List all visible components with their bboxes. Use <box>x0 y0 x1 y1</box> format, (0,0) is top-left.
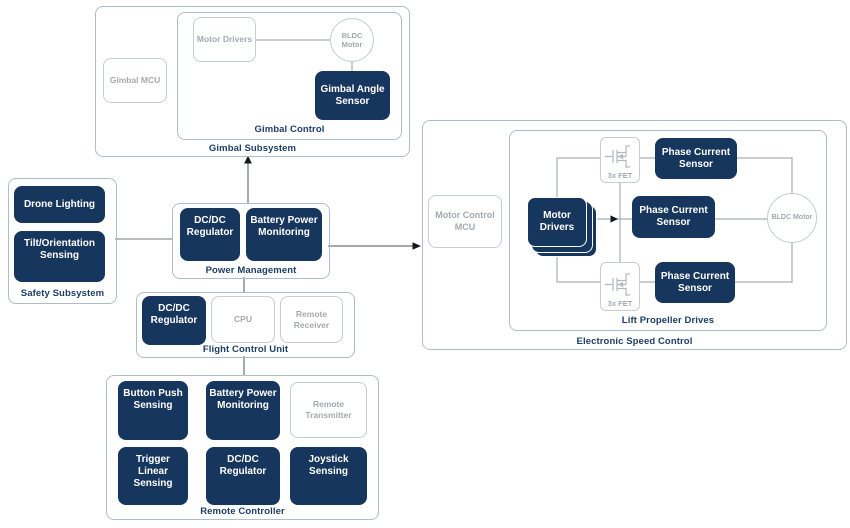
flight-control-unit-title: Flight Control Unit <box>202 344 289 355</box>
gimbal-mcu-box: Gimbal MCU <box>103 58 167 103</box>
arrow-right-icon <box>610 215 618 223</box>
gimbal-subsystem-title: Gimbal Subsystem <box>208 143 297 154</box>
fet-bottom-box: 3x FET <box>600 262 640 311</box>
mosfet-icon <box>605 145 630 168</box>
tilt-orientation-sensing-box: Tilt/Orientation Sensing <box>14 231 105 282</box>
drone-lighting-box: Drone Lighting <box>14 186 105 223</box>
safety-subsystem-title: Safety Subsystem <box>20 288 105 299</box>
fcu-dcdc-regulator-box: DC/DC Regulator <box>142 296 206 345</box>
power-battery-monitoring-box: Battery Power Monitoring <box>246 208 322 261</box>
safety-subsystem-container: Safety Subsystem <box>8 178 117 304</box>
phase-current-sensor-mid-box: Phase Current Sensor <box>632 196 715 238</box>
power-management-container: Power Management <box>172 203 330 279</box>
mosfet-icon <box>605 273 630 296</box>
lift-propeller-drives-title: Lift Propeller Drives <box>621 315 715 326</box>
arrow-right-icon <box>412 242 421 250</box>
arrow-up-icon <box>244 155 252 164</box>
remote-dcdc-regulator-box: DC/DC Regulator <box>206 447 280 505</box>
remote-controller-title: Remote Controller <box>200 506 285 517</box>
esc-bldc-motor-circle: BLDC Motor <box>767 193 817 243</box>
esc-motor-drivers-box: Motor Drivers <box>527 197 587 247</box>
gimbal-motor-drivers-box: Motor Drivers <box>193 17 256 62</box>
trigger-linear-sensing-box: Trigger Linear Sensing <box>118 447 188 505</box>
gimbal-bldc-motor-circle: BLDC Motor <box>330 18 374 62</box>
power-dcdc-regulator-box: DC/DC Regulator <box>180 208 240 261</box>
gimbal-angle-sensor-box: Gimbal Angle Sensor <box>315 71 390 120</box>
fcu-remote-receiver-box: Remote Receiver <box>280 296 343 343</box>
fet-top-box: 3x FET <box>600 137 640 183</box>
remote-battery-monitoring-box: Battery Power Monitoring <box>206 381 280 440</box>
gimbal-control-title: Gimbal Control <box>254 124 325 135</box>
gimbal-control-container: Gimbal Control <box>177 12 402 140</box>
phase-current-sensor-bottom-box: Phase Current Sensor <box>655 262 735 303</box>
remote-transmitter-box: Remote Transmitter <box>290 382 367 438</box>
lift-propeller-drives-container: Lift Propeller Drives <box>509 130 827 331</box>
power-management-title: Power Management <box>205 265 297 276</box>
fcu-cpu-box: CPU <box>211 296 275 343</box>
motor-control-mcu-box: Motor Control MCU <box>428 195 502 248</box>
fet-bottom-label: 3x FET <box>607 299 633 308</box>
phase-current-sensor-top-box: Phase Current Sensor <box>655 138 737 179</box>
electronic-speed-control-title: Electronic Speed Control <box>576 336 693 347</box>
electronic-speed-control-container: Electronic Speed Control <box>422 120 847 350</box>
joystick-sensing-box: Joystick Sensing <box>290 447 367 505</box>
button-push-sensing-box: Button Push Sensing <box>118 381 188 440</box>
remote-controller-container: Remote Controller <box>106 375 379 520</box>
flight-control-unit-container: Flight Control Unit <box>136 292 355 358</box>
fet-top-label: 3x FET <box>607 171 633 180</box>
gimbal-subsystem-container: Gimbal Subsystem <box>95 6 410 157</box>
